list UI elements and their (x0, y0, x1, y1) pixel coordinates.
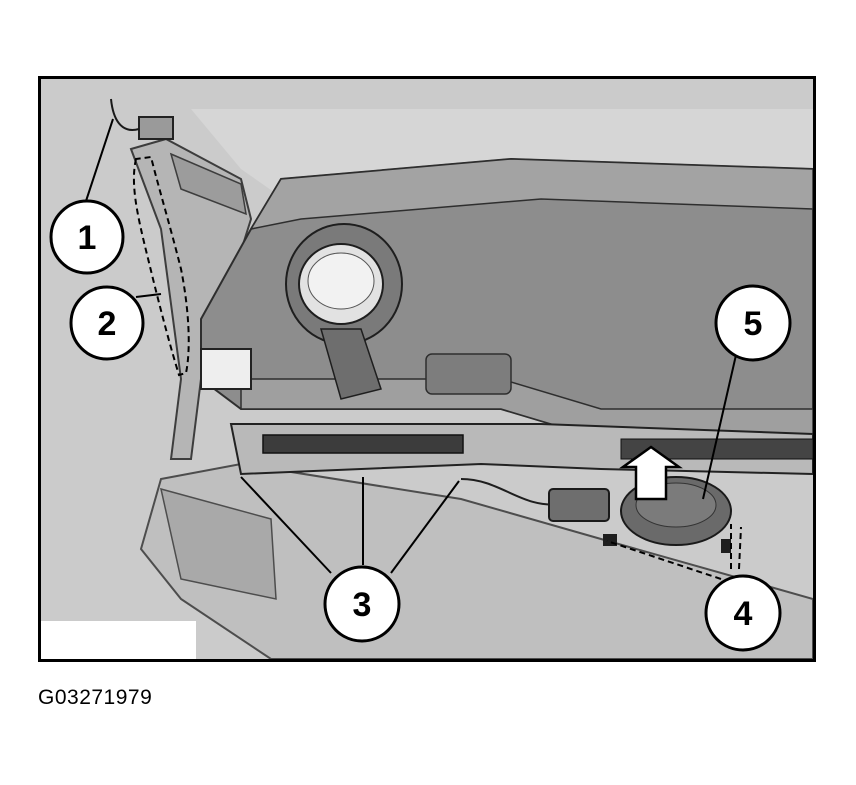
callout-2: 2 (69, 285, 145, 361)
callout-5-circle (714, 284, 792, 362)
actuator-motor (548, 488, 610, 522)
component-illustration: 1 2 3 4 5 (41, 79, 813, 659)
dashed-region-2 (132, 155, 190, 377)
leader-line-4c (738, 526, 742, 570)
actuator-tab-right (721, 539, 731, 553)
diagram-frame: 1 2 3 4 5 (38, 76, 816, 662)
leader-line-5 (702, 354, 737, 500)
rail-slot (262, 434, 464, 454)
dashboard-lower-lip (240, 378, 813, 440)
leader-line-3a (240, 476, 332, 574)
callout-4-label: 4 (734, 595, 753, 633)
callout-5-label: 5 (744, 305, 763, 343)
callout-1: 1 (49, 199, 125, 275)
figure-code: G03271979 (38, 686, 153, 709)
leader-line-1 (85, 118, 114, 202)
leader-line-2 (135, 293, 162, 298)
lower-housing-block (425, 353, 512, 395)
callout-3-circle (323, 565, 401, 643)
label-patch (41, 621, 196, 659)
callout-2-label: 2 (98, 305, 117, 343)
dial-knob-face (307, 252, 375, 310)
callout-2-circle (69, 285, 145, 361)
callout-5: 5 (714, 284, 792, 362)
callout-1-circle (49, 199, 125, 275)
leader-line-3c (390, 480, 460, 574)
callout-4: 4 (704, 574, 782, 652)
callout-4-circle (704, 574, 782, 652)
pillar-trim-top (169, 152, 247, 216)
direction-arrow (619, 445, 683, 501)
left-connector (200, 348, 252, 390)
lower-trim-recess (159, 487, 277, 600)
upper-clip (138, 116, 174, 140)
callout-3-label: 3 (353, 586, 372, 624)
callout-1-label: 1 (78, 219, 97, 257)
dial-stem (320, 328, 382, 400)
callout-3: 3 (323, 565, 401, 643)
dashboard-top-edge (249, 158, 813, 231)
lower-trim-panel (139, 462, 813, 659)
pillar-trim (129, 137, 253, 460)
leader-line-4a (606, 540, 722, 580)
upper-wire (110, 98, 140, 131)
